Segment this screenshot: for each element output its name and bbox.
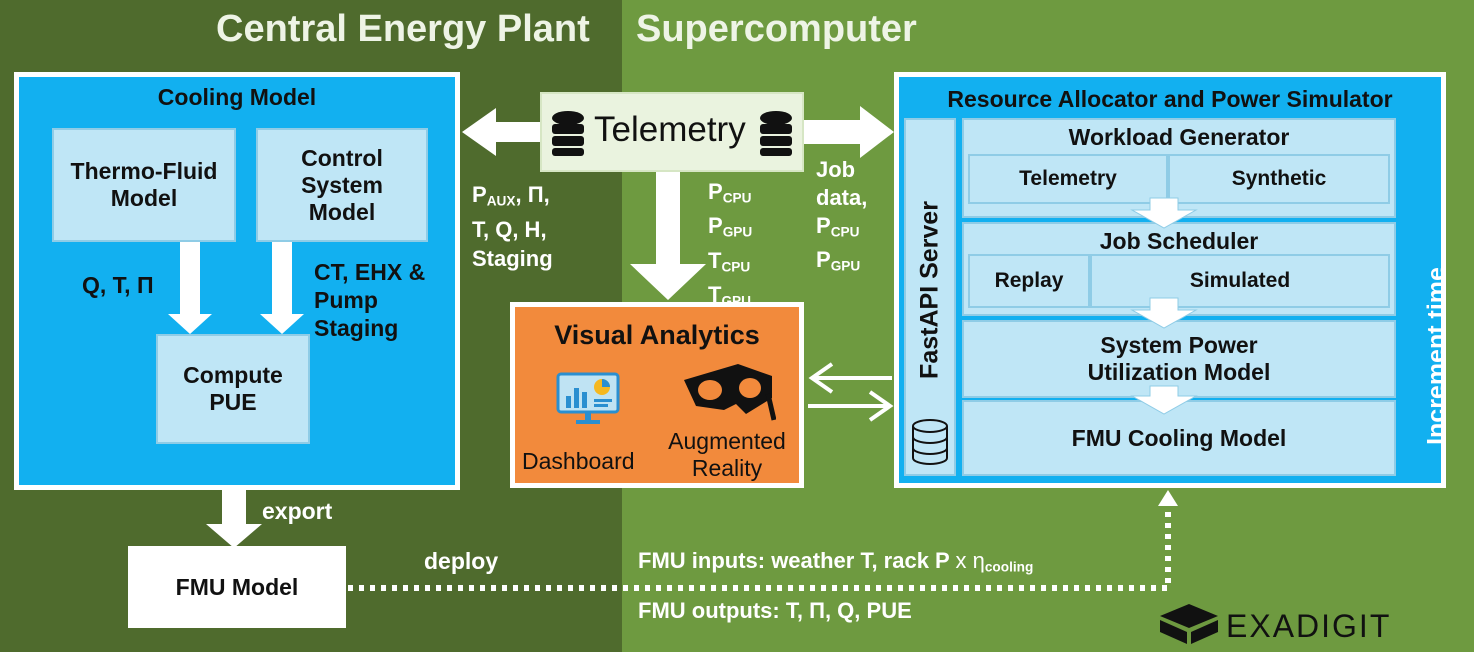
thermo-fluid-model-box: Thermo-Fluid Model — [52, 128, 236, 242]
visual-analytics-title: Visual Analytics — [554, 320, 760, 350]
simulator-to-analytics-arrow — [808, 362, 892, 394]
pump-staging-label: CT, EHX & Pump Staging — [314, 259, 426, 341]
workload-to-scheduler-arrow — [1130, 197, 1198, 229]
fmu-inputs-label: FMU inputs: weather T, rack P x ηcooling — [638, 548, 1034, 575]
augmented-reality-label: Augmented Reality — [668, 428, 786, 481]
fmu-cooling-model-box: FMU Cooling Model — [962, 400, 1396, 476]
simulated-box: Simulated — [1090, 254, 1390, 308]
cooling-model-title: Cooling Model — [157, 84, 317, 110]
thermo-to-pue-arrow — [168, 242, 212, 334]
telemetry-box — [540, 92, 804, 172]
analytics-to-simulator-arrow — [808, 390, 894, 422]
deploy-dotted-line — [348, 508, 1171, 591]
fmu-outputs-label: FMU outputs: T, Π, Q, PUE — [638, 598, 912, 623]
database-icon — [760, 111, 792, 156]
power-to-cooling-arrow — [1130, 385, 1198, 415]
header-supercomputer: Supercomputer — [636, 8, 917, 50]
resource-allocator-title: Resource Allocator and Power Simulator — [947, 86, 1393, 112]
vr-glasses-icon — [684, 364, 776, 421]
telemetry-to-cooling-arrow — [462, 108, 542, 156]
fmu-model-box: FMU Model — [128, 546, 346, 628]
deploy-label: deploy — [424, 548, 499, 574]
q-t-pi-label: Q, T, Π — [82, 272, 154, 298]
database-outline-icon — [912, 419, 948, 465]
deploy-arrow-head — [1158, 490, 1178, 506]
telemetry-to-simulator-arrow — [804, 106, 894, 158]
workload-generator-title: Workload Generator — [1068, 124, 1290, 150]
control-system-model-box: Control System Model — [256, 128, 428, 242]
job-data-label: Job data, PCPU PGPU — [816, 157, 868, 274]
header-central-energy-plant: Central Energy Plant — [216, 8, 590, 50]
telemetry-label: Telemetry — [594, 110, 746, 149]
exadigit-logo-text: EXADIGIT — [1226, 608, 1392, 644]
compute-pue-box: Compute PUE — [156, 334, 310, 444]
system-power-box: System Power Utilization Model — [962, 320, 1396, 398]
export-arrow — [206, 490, 262, 548]
control-to-pue-arrow — [260, 242, 304, 334]
export-label: export — [262, 498, 333, 524]
cooling-telemetry-label: PAUX, Π, T, Q, H, Staging — [472, 182, 553, 272]
dashboard-label: Dashboard — [522, 448, 635, 474]
database-icon — [552, 111, 584, 156]
job-scheduler-title: Job Scheduler — [1099, 228, 1259, 254]
synthetic-source-box: Synthetic — [1168, 154, 1390, 204]
telemetry-to-analytics-arrow — [630, 172, 706, 300]
scheduler-to-power-arrow — [1130, 297, 1198, 329]
fastapi-server-bar — [904, 118, 956, 476]
exadigit-cube-icon — [1160, 604, 1218, 644]
telemetry-source-box: Telemetry — [968, 154, 1168, 204]
dashboard-icon — [556, 372, 620, 424]
increment-time-label: Increment time — [1422, 267, 1451, 445]
replay-box: Replay — [968, 254, 1090, 308]
